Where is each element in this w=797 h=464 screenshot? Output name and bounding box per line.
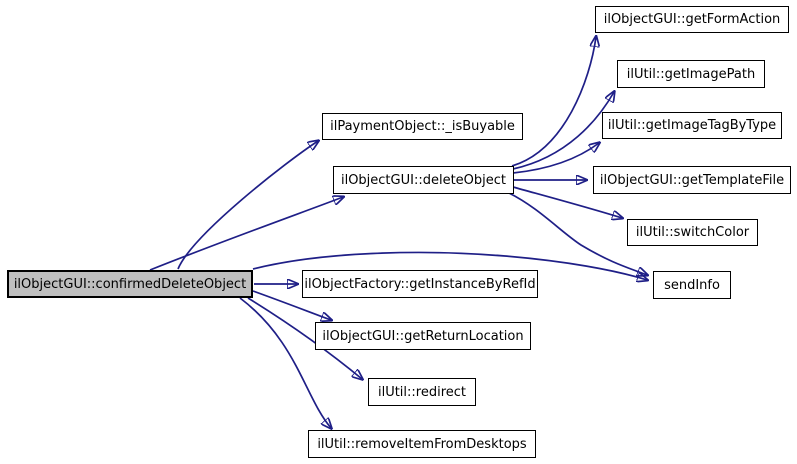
node-getInstanceByRefId[interactable]: ilObjectFactory::getInstanceByRefId <box>302 270 538 298</box>
edge-confirmedDeleteObject-redirect <box>247 297 362 379</box>
node-getFormAction[interactable]: ilObjectGUI::getFormAction <box>595 6 789 33</box>
node-isBuyable[interactable]: ilPaymentObject::_isBuyable <box>322 113 523 140</box>
edge-deleteObject-getImagePath <box>512 92 614 170</box>
edge-confirmedDeleteObject-deleteObject <box>149 197 343 271</box>
node-confirmedDeleteObject: ilObjectGUI::confirmedDeleteObject <box>7 270 253 298</box>
edge-deleteObject-getFormAction <box>511 37 596 167</box>
edge-deleteObject-getImageTagByType <box>512 143 599 174</box>
node-switchColor[interactable]: ilUtil::switchColor <box>627 219 758 246</box>
edge-confirmedDeleteObject-removeItemFromDesktops <box>239 297 331 428</box>
node-redirect[interactable]: ilUtil::redirect <box>368 378 476 406</box>
node-removeItemFromDesktops[interactable]: ilUtil::removeItemFromDesktops <box>308 430 536 458</box>
edge-confirmedDeleteObject-sendInfo <box>252 251 647 280</box>
node-deleteObject[interactable]: ilObjectGUI::deleteObject <box>333 166 514 194</box>
edge-confirmedDeleteObject-isBuyable <box>177 141 318 270</box>
node-getReturnLocation[interactable]: ilObjectGUI::getReturnLocation <box>315 322 531 350</box>
edge-deleteObject-switchColor <box>512 186 622 218</box>
node-sendInfo[interactable]: sendInfo <box>653 271 731 299</box>
node-getImageTagByType[interactable]: ilUtil::getImageTagByType <box>602 112 782 139</box>
edge-deleteObject-sendInfo <box>508 192 647 275</box>
node-getImagePath[interactable]: ilUtil::getImagePath <box>617 60 765 88</box>
node-getTemplateFile[interactable]: ilObjectGUI::getTemplateFile <box>593 166 791 194</box>
edge-confirmedDeleteObject-getReturnLocation <box>252 290 331 320</box>
